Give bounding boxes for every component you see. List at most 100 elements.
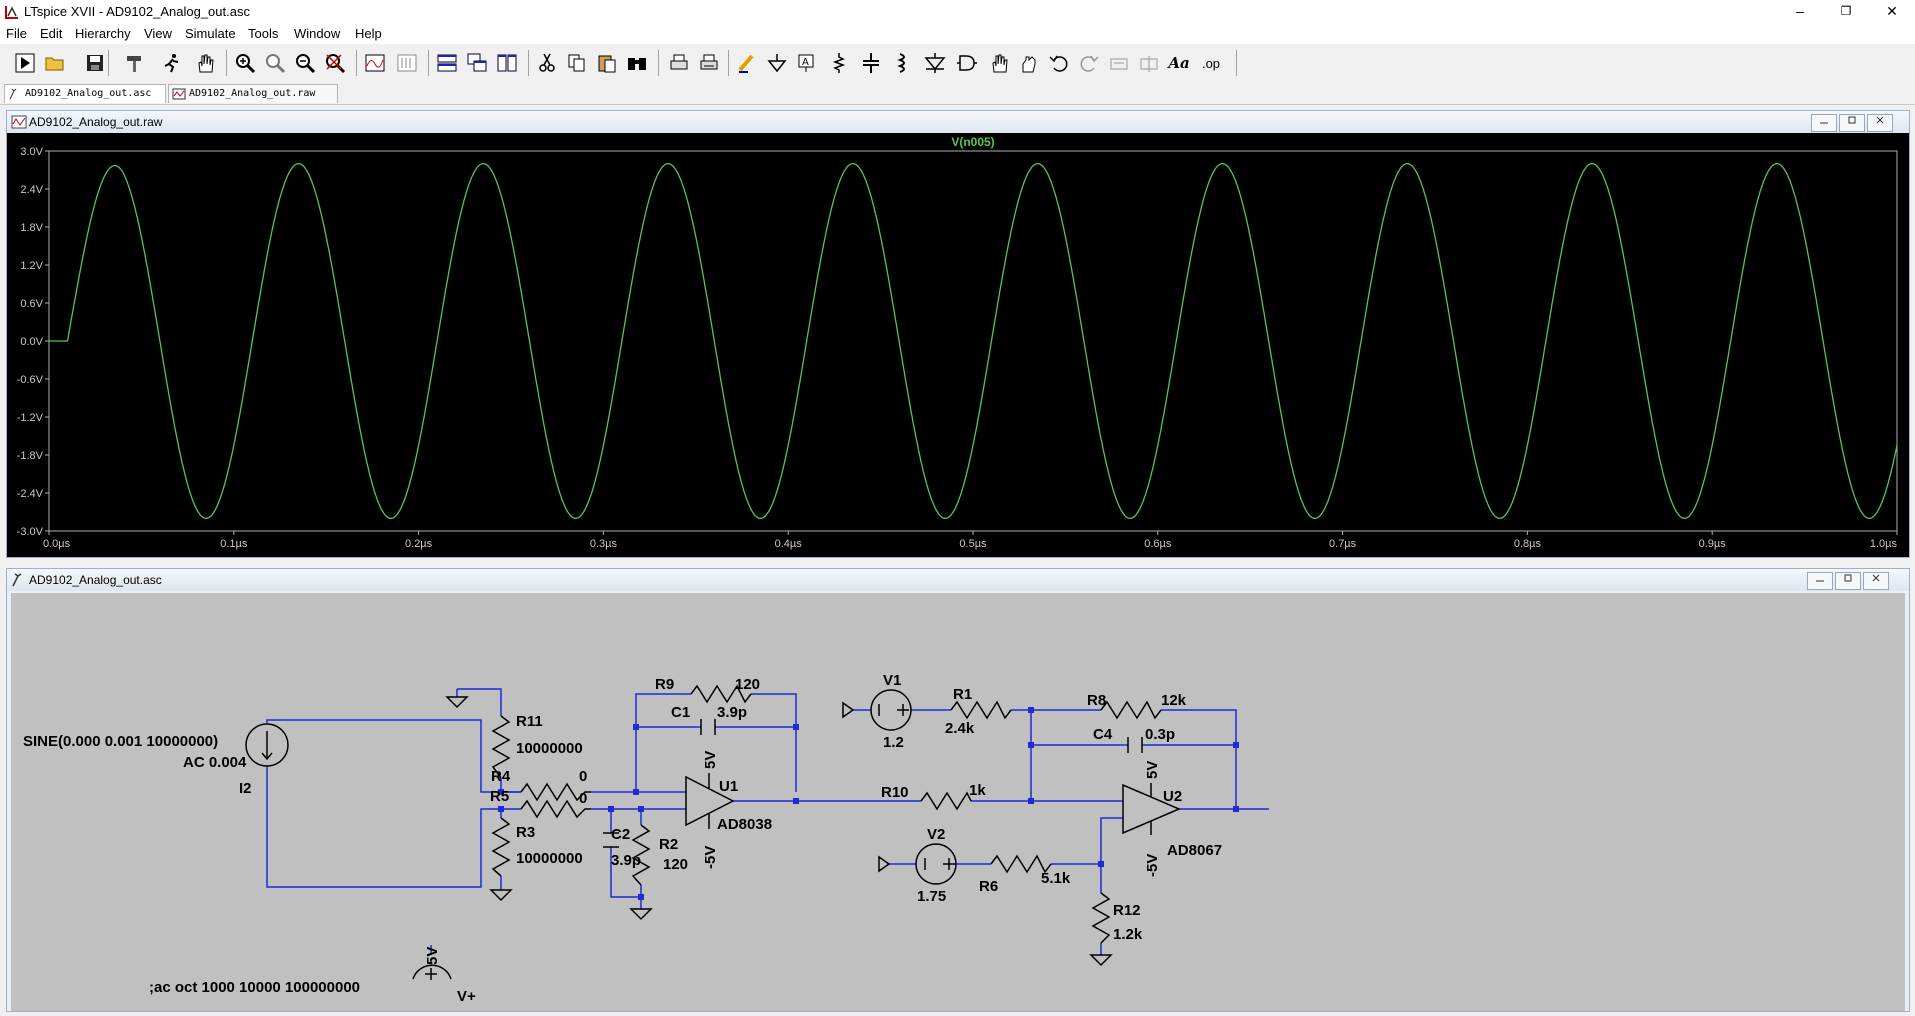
r6-name[interactable]: R6 <box>979 878 998 895</box>
resistor-icon[interactable] <box>826 50 852 76</box>
copy-icon[interactable] <box>564 50 590 76</box>
r5-value[interactable]: 0 <box>579 790 587 807</box>
menu-simulate[interactable]: Simulate <box>185 26 236 41</box>
u1-vpos[interactable]: 5V <box>702 751 719 769</box>
v1-value[interactable]: 1.2 <box>883 734 904 751</box>
c1-name[interactable]: C1 <box>671 704 690 721</box>
r4-value[interactable]: 0 <box>579 768 587 785</box>
r10-value[interactable]: 1k <box>969 782 986 799</box>
r2-value[interactable]: 120 <box>663 856 688 873</box>
r9-symbol[interactable] <box>690 684 752 704</box>
c2-name[interactable]: C2 <box>611 826 630 843</box>
c1-value[interactable]: 3.9p <box>717 704 747 721</box>
r11-symbol[interactable] <box>491 715 511 779</box>
plot-settings-icon[interactable] <box>394 50 420 76</box>
vplus-name[interactable]: V+ <box>457 988 476 1005</box>
redo-icon[interactable] <box>1076 50 1102 76</box>
wire-icon[interactable] <box>734 50 760 76</box>
v1-symbol[interactable] <box>870 689 912 731</box>
r8-name[interactable]: R8 <box>1087 692 1106 709</box>
r9-value[interactable]: 120 <box>735 676 760 693</box>
c1-symbol[interactable] <box>700 719 716 735</box>
schematic-close-button[interactable] <box>1863 572 1889 590</box>
i2-name[interactable]: I2 <box>239 780 252 797</box>
i2-value1[interactable]: SINE(0.000 0.001 10000000) <box>23 733 218 750</box>
open-icon[interactable] <box>42 50 68 76</box>
r2-name[interactable]: R2 <box>659 836 678 853</box>
r8-value[interactable]: 12k <box>1161 692 1187 709</box>
waveform-restore-button[interactable] <box>1839 114 1865 132</box>
undo-icon[interactable] <box>1046 50 1072 76</box>
inductor-icon[interactable] <box>890 50 916 76</box>
vplus-symbol[interactable] <box>412 964 452 980</box>
c2-value[interactable]: 3.9p <box>611 852 641 869</box>
diode-icon[interactable] <box>922 50 948 76</box>
u1-model[interactable]: AD8038 <box>717 816 772 833</box>
zoom-out-icon[interactable] <box>292 50 318 76</box>
r8-symbol[interactable] <box>1100 700 1162 720</box>
r4-symbol[interactable] <box>520 782 591 802</box>
r4-name[interactable]: R4 <box>491 768 511 785</box>
i2-value2[interactable]: AC 0.004 <box>183 754 247 771</box>
r12-value[interactable]: 1.2k <box>1113 926 1143 943</box>
u2-vpos[interactable]: 5V <box>1144 761 1161 779</box>
r10-name[interactable]: R10 <box>881 784 909 801</box>
r5-symbol[interactable] <box>520 799 591 819</box>
c4-name[interactable]: C4 <box>1093 726 1113 743</box>
v1-name[interactable]: V1 <box>883 672 901 689</box>
r3-value[interactable]: 10000000 <box>516 850 583 867</box>
capacitor-icon[interactable] <box>858 50 884 76</box>
zoom-in-icon[interactable] <box>232 50 258 76</box>
c2-symbol[interactable] <box>603 832 619 848</box>
mirror-icon[interactable] <box>1136 50 1162 76</box>
u2-model[interactable]: AD8067 <box>1167 842 1222 859</box>
r5-name[interactable]: R5 <box>490 788 509 805</box>
run-icon[interactable] <box>12 50 38 76</box>
r9-name[interactable]: R9 <box>655 676 674 693</box>
paste-icon[interactable] <box>594 50 620 76</box>
zoom-box-icon[interactable] <box>262 50 288 76</box>
rotate-icon[interactable] <box>1106 50 1132 76</box>
save-icon[interactable] <box>82 50 108 76</box>
tile-vertical-icon[interactable] <box>494 50 520 76</box>
v2-name[interactable]: V2 <box>927 826 945 843</box>
print-icon[interactable] <box>666 50 692 76</box>
runner-icon[interactable] <box>158 50 184 76</box>
drag-icon[interactable] <box>1016 50 1042 76</box>
r10-symbol[interactable] <box>920 791 972 811</box>
tile-horizontal-icon[interactable] <box>434 50 460 76</box>
c4-symbol[interactable] <box>1127 737 1143 753</box>
zoom-cancel-icon[interactable] <box>322 50 348 76</box>
u1-vneg[interactable]: -5V <box>702 846 719 869</box>
text-icon[interactable]: Aa <box>1168 54 1190 72</box>
label-icon[interactable]: A <box>794 50 820 76</box>
r1-symbol[interactable] <box>950 700 1012 720</box>
spice-directive-icon[interactable]: .op <box>1201 55 1221 71</box>
r1-value[interactable]: 2.4k <box>945 720 975 737</box>
schematic-minimize-button[interactable] <box>1807 572 1833 590</box>
print-setup-icon[interactable] <box>696 50 722 76</box>
find-icon[interactable] <box>624 50 650 76</box>
u1-name[interactable]: U1 <box>719 778 738 795</box>
waveform-close-button[interactable] <box>1867 114 1893 132</box>
close-button[interactable]: ✕ <box>1886 3 1898 19</box>
menu-edit[interactable]: Edit <box>40 26 63 41</box>
schematic-canvas[interactable]: SINE(0.000 0.001 10000000) AC 0.004 I2 R… <box>11 593 1905 1011</box>
move-icon[interactable] <box>986 50 1012 76</box>
menu-file[interactable]: File <box>6 26 27 41</box>
cascade-icon[interactable] <box>464 50 490 76</box>
menu-help[interactable]: Help <box>355 26 382 41</box>
u2-name[interactable]: U2 <box>1163 788 1182 805</box>
u1-opamp-symbol[interactable] <box>685 775 735 827</box>
c4-value[interactable]: 0.3p <box>1145 726 1175 743</box>
r3-name[interactable]: R3 <box>516 824 535 841</box>
menu-window[interactable]: Window <box>294 26 341 41</box>
v2-value[interactable]: 1.75 <box>917 888 946 905</box>
i2-symbol[interactable] <box>245 723 289 767</box>
r6-symbol[interactable] <box>990 854 1052 874</box>
autorange-icon[interactable] <box>362 50 388 76</box>
menu-tools[interactable]: Tools <box>248 26 279 41</box>
r1-name[interactable]: R1 <box>953 686 972 703</box>
tab-schematic[interactable]: AD9102_Analog_out.asc <box>4 84 166 103</box>
